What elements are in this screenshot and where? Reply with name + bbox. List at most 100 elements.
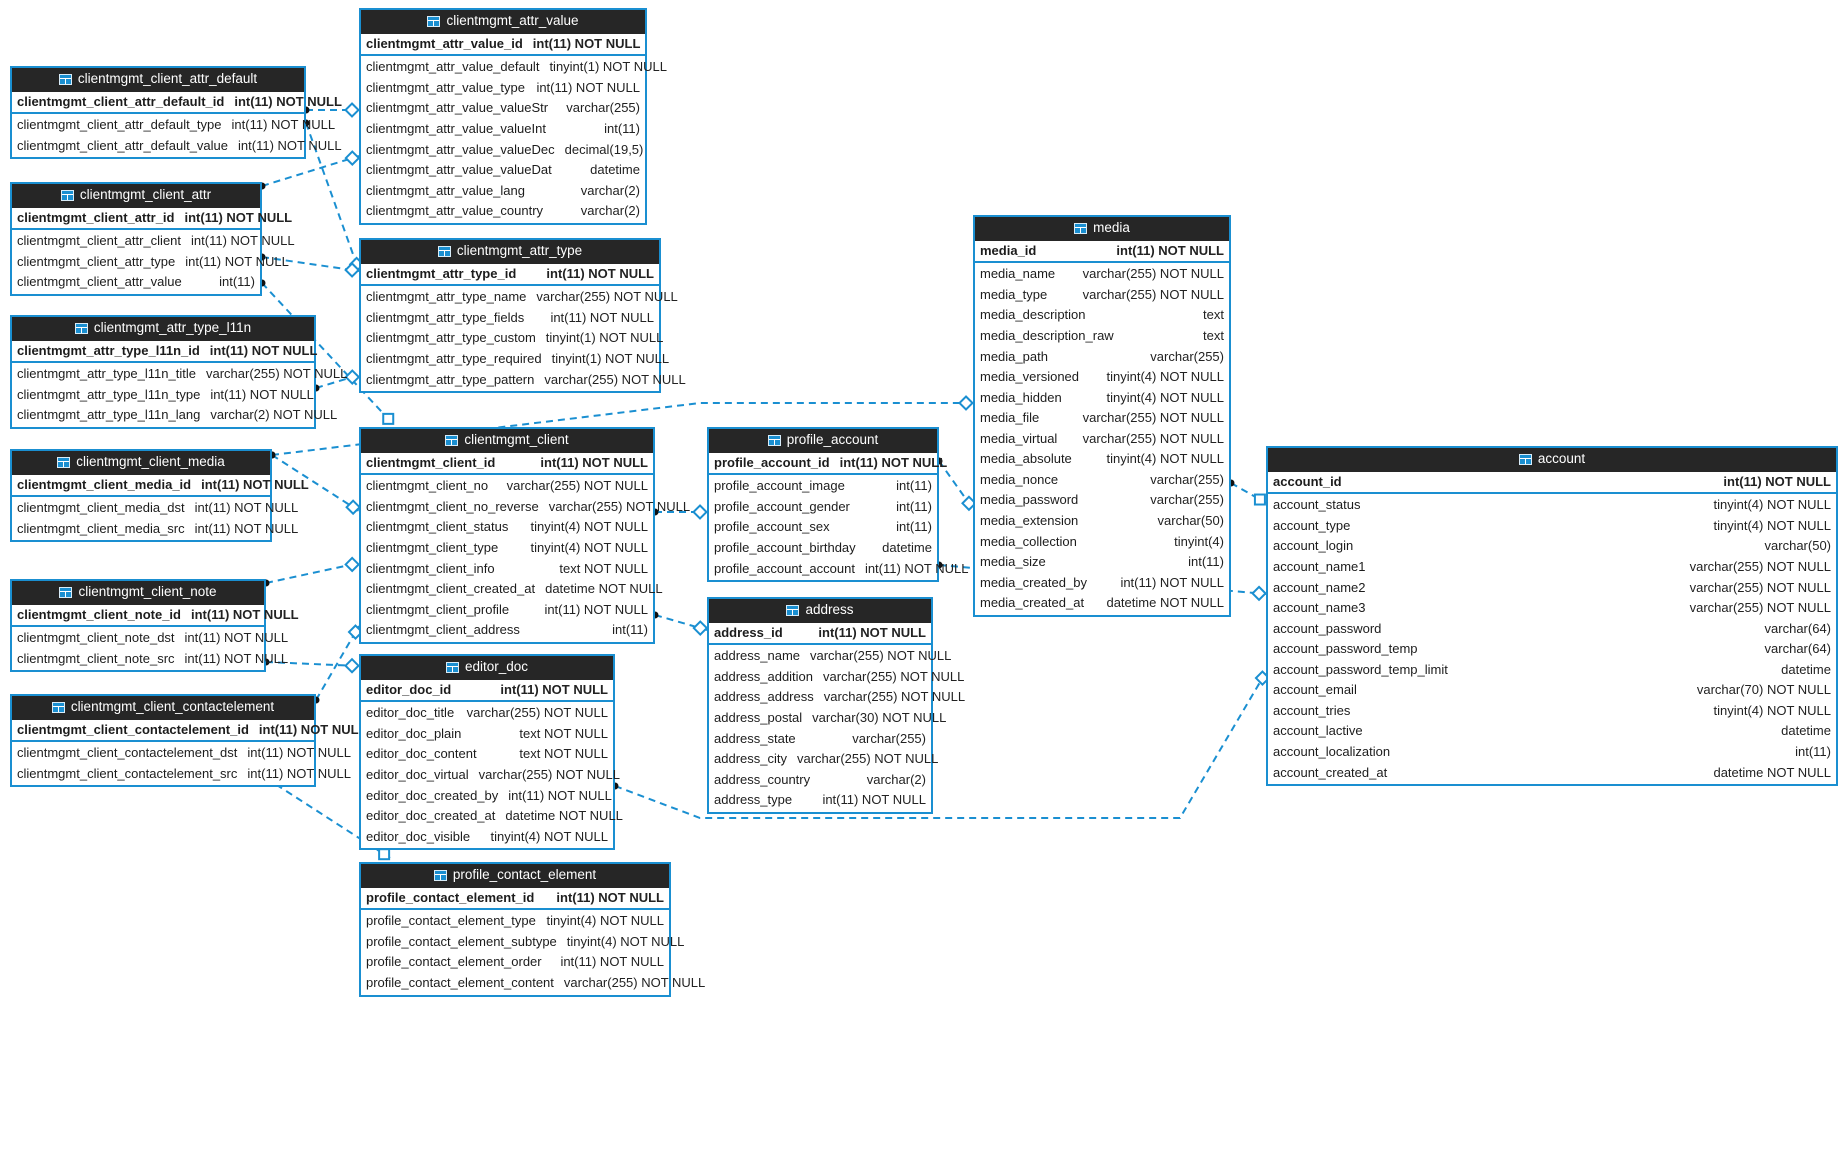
entity-title-bar[interactable]: clientmgmt_client_media <box>12 451 270 475</box>
field-type: varchar(50) <box>1157 512 1224 528</box>
field-name: address_city <box>714 751 787 767</box>
entity-title-bar[interactable]: clientmgmt_attr_type <box>361 240 659 264</box>
field-name: clientmgmt_client_contactelement_src <box>17 765 238 781</box>
field-name: account_type <box>1273 517 1351 533</box>
field-type: varchar(255) <box>1150 492 1224 508</box>
entity-table[interactable]: clientmgmt_attr_type clientmgmt_attr_type… <box>359 238 686 394</box>
relationship-diamond-marker <box>344 262 360 278</box>
entity-title-bar[interactable]: clientmgmt_client <box>361 429 653 453</box>
entity-title-bar[interactable]: profile_account <box>709 429 937 453</box>
entity-title-bar[interactable]: clientmgmt_attr_type_l11n <box>12 317 314 341</box>
field-type: int(11) NOT NULL <box>818 624 926 640</box>
field-name: media_absolute <box>980 451 1072 467</box>
field-type: text <box>1203 307 1224 323</box>
field-type: varchar(255) <box>1150 471 1224 487</box>
entity-title-bar[interactable]: clientmgmt_client_contactelement <box>12 696 314 720</box>
relationship-diamond-marker <box>345 499 362 516</box>
field-type: int(11) NOT NULL <box>231 117 336 133</box>
field-name: account_status <box>1273 497 1361 513</box>
field-type: text NOT NULL <box>519 746 608 762</box>
field-name: clientmgmt_attr_type_required <box>366 351 542 367</box>
entity-title-bar[interactable]: address <box>709 599 931 623</box>
field-type: varchar(2) <box>580 182 640 198</box>
table-icon <box>427 15 441 27</box>
field-name: profile_contact_element_id <box>366 889 535 905</box>
field-type: datetime <box>882 540 932 556</box>
entity-title-bar[interactable]: media <box>975 217 1229 241</box>
entity-name: editor_doc <box>464 659 529 674</box>
field-name: address_type <box>714 792 793 808</box>
entity-table[interactable]: clientmgmt_client_media clientmgmt_client… <box>10 449 309 543</box>
field-type: text NOT NULL <box>559 560 648 576</box>
field-type: int(11) NOT NULL <box>234 93 342 109</box>
table-icon <box>59 586 73 598</box>
field-type: tinyint(4) NOT NULL <box>530 519 648 535</box>
entity-table[interactable]: clientmgmt_attr_value clientmgmt_attr_val… <box>359 8 667 225</box>
field-name: media_virtual <box>980 430 1058 446</box>
entity-table[interactable]: clientmgmt_client_attr clientmgmt_client_… <box>10 182 295 297</box>
field-type: tinyint(4) NOT NULL <box>566 933 685 949</box>
entity-title-bar[interactable]: editor_doc <box>361 656 613 680</box>
field-name: clientmgmt_attr_type_l11n_type <box>17 386 201 402</box>
entity-table[interactable]: clientmgmt_attr_type_l11n clientmgmt_attr… <box>10 315 347 430</box>
table-icon <box>74 322 88 334</box>
field-name: account_name1 <box>1273 559 1366 575</box>
field-name: editor_doc_title <box>366 705 455 721</box>
entity-name: clientmgmt_attr_type_l11n <box>93 320 252 335</box>
field-type: varchar(255) NOT NULL <box>478 767 620 783</box>
field-type: int(11) NOT NULL <box>194 520 299 536</box>
entity-title-bar[interactable]: clientmgmt_client_attr <box>12 184 260 208</box>
entity-title-bar[interactable]: clientmgmt_client_attr_default <box>12 68 304 92</box>
field-type: varchar(255) NOT NULL <box>1082 410 1224 426</box>
entity-title-bar[interactable]: clientmgmt_attr_value <box>361 10 645 34</box>
field-name: account_password <box>1273 620 1382 636</box>
entity-name: media <box>1093 220 1130 235</box>
field-type: int(11) <box>612 622 648 638</box>
field-list: editor_doc_title varchar(255) NOT NULL edi… <box>361 702 623 848</box>
entity-name: address <box>805 602 854 617</box>
entity-title-bar[interactable]: account <box>1268 448 1836 472</box>
entity-title-bar[interactable]: clientmgmt_client_note <box>12 581 264 605</box>
entity-title-bar[interactable]: profile_contact_element <box>361 864 669 888</box>
entity-name: clientmgmt_client <box>464 432 569 447</box>
